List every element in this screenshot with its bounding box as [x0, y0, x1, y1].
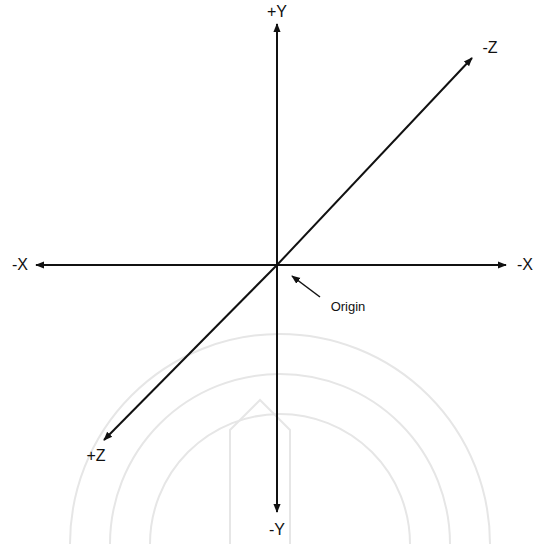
- y-axis-positive: [276, 24, 278, 265]
- axis-label: -Z: [482, 40, 497, 56]
- axis-label: -X: [12, 257, 28, 273]
- axis-label: +Z: [86, 448, 105, 464]
- x-axis-left: [36, 264, 277, 266]
- watermark: [70, 334, 490, 544]
- axis-label: -Y: [269, 522, 285, 538]
- axis-label: -X: [517, 257, 533, 273]
- origin-leader: [292, 276, 320, 297]
- z-axis-positive: [104, 265, 277, 440]
- z-axis-negative: [277, 58, 472, 265]
- y-axis-negative: [276, 265, 278, 512]
- origin-label: Origin: [331, 300, 366, 313]
- x-axis-right: [277, 264, 506, 266]
- axis-label: +Y: [267, 4, 287, 20]
